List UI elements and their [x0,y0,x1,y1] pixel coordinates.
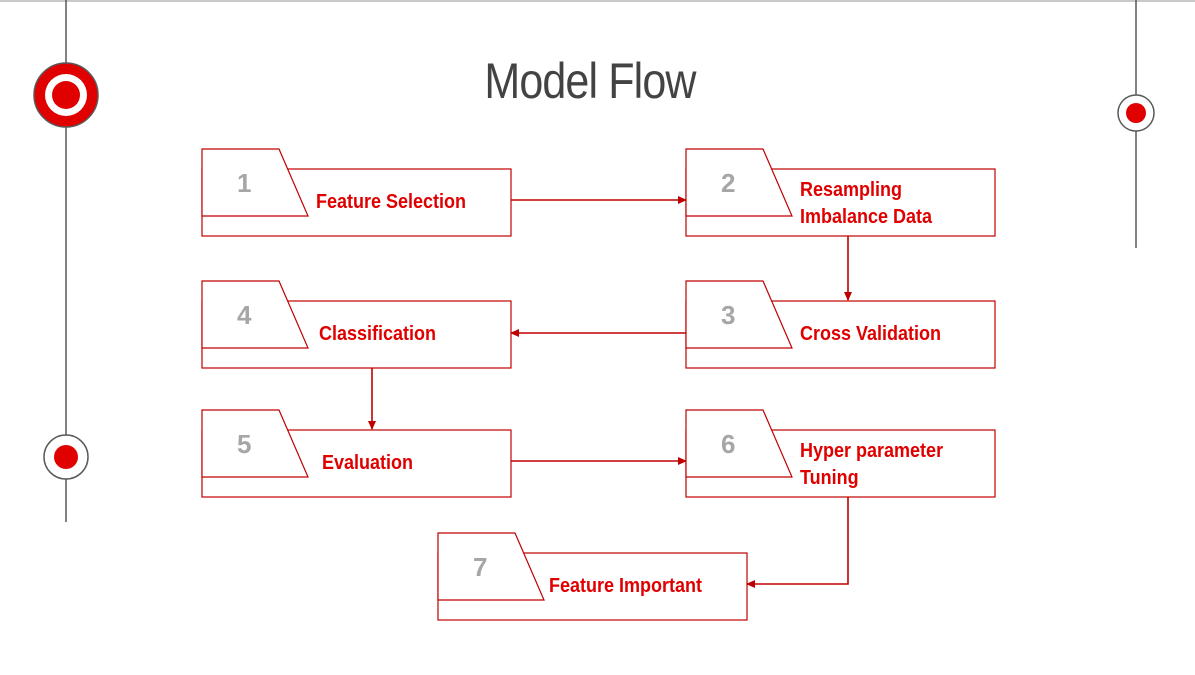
step-box-4 [201,280,512,369]
target-icon [33,62,99,128]
step-label-1: Feature Selection [316,191,467,213]
step-number-5: 5 [237,429,252,459]
target-icon [1117,94,1155,132]
step-box-5 [201,409,512,498]
step-number-7: 7 [473,552,488,582]
step-box-6 [685,409,996,498]
step-box-3 [685,280,996,369]
top-border [0,0,1195,2]
step-number-1: 1 [237,168,252,198]
step-box-2 [685,148,996,237]
step-label-7: Feature Important [549,575,703,597]
arrow-6-to-7 [746,497,849,588]
step-label-6: Hyper parameter Tuning [800,440,944,489]
step-number-2: 2 [721,168,736,198]
target-icon [43,434,89,480]
step-label-3: Cross Validation [800,323,942,345]
page-title: Model Flow [484,53,696,109]
step-number-6: 6 [721,429,736,459]
step-box-7 [437,532,748,621]
step-label-4: Classification [319,323,437,345]
step-box-1 [201,148,512,237]
step-number-3: 3 [721,300,736,330]
step-label-5: Evaluation [322,452,414,474]
step-number-4: 4 [237,300,252,330]
step-label-2: Resampling Imbalance Data [800,179,933,228]
